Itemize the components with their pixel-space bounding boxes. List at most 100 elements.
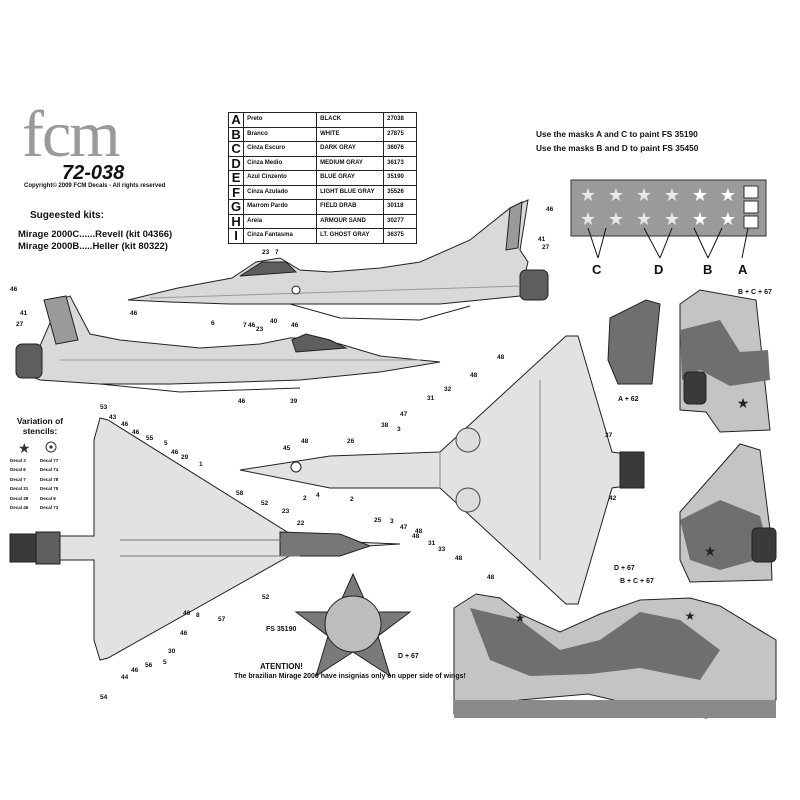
paint-cell-fs: 27875	[383, 126, 418, 142]
callout-number: 46	[291, 322, 299, 329]
mask-label-d: D	[654, 262, 664, 277]
attention-title: ATENTION!	[260, 662, 303, 671]
stencil-decal: Decal 75	[40, 486, 59, 492]
callout-number: 48	[497, 354, 505, 361]
callout-number: 48	[470, 372, 478, 379]
paint-cell-letter: F	[227, 184, 245, 200]
mask-star-icon: ★	[608, 209, 624, 229]
mask-note: Use the masks B and D to paint FS 35450	[536, 143, 699, 153]
mask-star-icon: ★	[636, 185, 652, 205]
stencil-decal: Decal 46	[10, 504, 29, 510]
callout-number: 56	[145, 662, 153, 669]
callout-number: 38	[381, 422, 389, 429]
callout-number: 43	[109, 414, 117, 421]
paint-cell-letter: B	[227, 126, 245, 142]
stencil-decal: Decal 77	[40, 458, 59, 463]
mask-star-icon: ★	[664, 209, 680, 229]
callout-number: 3	[397, 426, 401, 433]
tail-fin-bc67: ★	[679, 289, 771, 433]
paint-cell-letter: D	[227, 155, 245, 171]
callout-number: 26	[347, 438, 355, 445]
paint-cell-fs: 30277	[383, 213, 418, 229]
paint-cell-fs: 36173	[383, 155, 418, 171]
copyright-text: Copyright© 2009 FCM Decals - All rights …	[24, 183, 166, 189]
callout-number: 3	[390, 518, 394, 525]
callout-number: 48	[487, 574, 495, 581]
mask-note: Use the masks A and C to paint FS 35190	[536, 129, 698, 139]
callout-number: 40	[270, 318, 278, 325]
callout-number: 33	[438, 546, 446, 553]
callout-number: 22	[297, 520, 305, 527]
attention-text: The brazilian Mirage 2000 have insignias…	[234, 673, 466, 680]
callout-number: 53	[100, 404, 108, 411]
paint-cell-letter: E	[227, 170, 245, 186]
top-view	[9, 417, 401, 661]
callout-number: 29	[181, 454, 189, 461]
mask-label-a: A	[738, 262, 748, 277]
mask-star-icon: ★	[720, 185, 736, 205]
callout-number: 31	[428, 540, 436, 547]
paint-cell-letter: I	[227, 228, 245, 244]
callout-number: 48	[412, 533, 420, 540]
mask-label-c: C	[592, 262, 602, 277]
mask-star-icon: ★	[692, 209, 708, 229]
mask-star-icon: ★	[692, 185, 708, 205]
callout-number: 37	[605, 432, 613, 439]
mask-star-icon: ★	[580, 209, 596, 229]
mask-star-icon: ★	[580, 185, 596, 205]
callout-number: 45	[283, 445, 291, 452]
stencil-icons: ★	[18, 440, 57, 456]
paint-cell-fs: 35526	[383, 184, 418, 200]
callout-number: 48	[415, 528, 423, 535]
callout-number: 46	[132, 429, 140, 436]
callout-number: 58	[236, 490, 244, 497]
callout-number: 46	[10, 286, 18, 293]
callout-number: 41	[20, 310, 28, 317]
callout-number: 46	[248, 322, 256, 329]
side-view-lower	[15, 295, 441, 393]
paint-cell-pt: Cinza Medio	[243, 155, 318, 171]
insignia-star	[294, 572, 412, 678]
callout-number: 47	[400, 411, 408, 418]
paint-cell-pt: Cinza Fantasma	[243, 228, 318, 244]
callout-number: 57	[218, 616, 226, 623]
callout-number: 48	[301, 438, 309, 445]
stencil-decal: Decal 31	[10, 486, 29, 492]
callout-number: 31	[427, 395, 435, 402]
paint-cell-pt: Cinza Azulado	[243, 184, 318, 200]
callout-number: 7	[275, 249, 279, 256]
combo-label: D + 67	[398, 653, 419, 660]
mask-star-icon: ★	[664, 185, 680, 205]
callout-number: 2	[303, 495, 307, 502]
svg-text:★: ★	[685, 609, 696, 623]
stencil-decal: Decal 7	[10, 476, 26, 482]
mask-star-icon: ★	[608, 185, 624, 205]
paint-cell-fs: 36076	[383, 141, 418, 157]
kit-item: Mirage 2000B.....Heller (kit 80322)	[18, 241, 168, 252]
callout-number: 27	[542, 244, 550, 251]
tail-fin-d67: ★	[679, 443, 777, 583]
callout-number: 23	[282, 508, 290, 515]
svg-text:★: ★	[515, 611, 526, 625]
insignia-fs-label: FS 35190	[266, 626, 297, 633]
callout-number: 46	[546, 206, 554, 213]
callout-number: 27	[16, 321, 24, 328]
stencil-decal: Decal 3	[10, 458, 26, 463]
mask-sheet: ★★★★★★★★★★★★	[570, 179, 767, 259]
side-view-upper	[127, 199, 549, 321]
callout-number: 46	[180, 630, 188, 637]
stencil-decal: Decal 78	[40, 476, 59, 482]
callout-number: 23	[256, 326, 264, 333]
callout-number: 42	[609, 495, 617, 502]
combo-label: B + C + 67	[620, 578, 654, 585]
mask-star-icon: ★	[720, 209, 736, 229]
callout-number: 2	[350, 496, 354, 503]
callout-number: 25	[374, 517, 382, 524]
bottom-view	[239, 335, 645, 605]
